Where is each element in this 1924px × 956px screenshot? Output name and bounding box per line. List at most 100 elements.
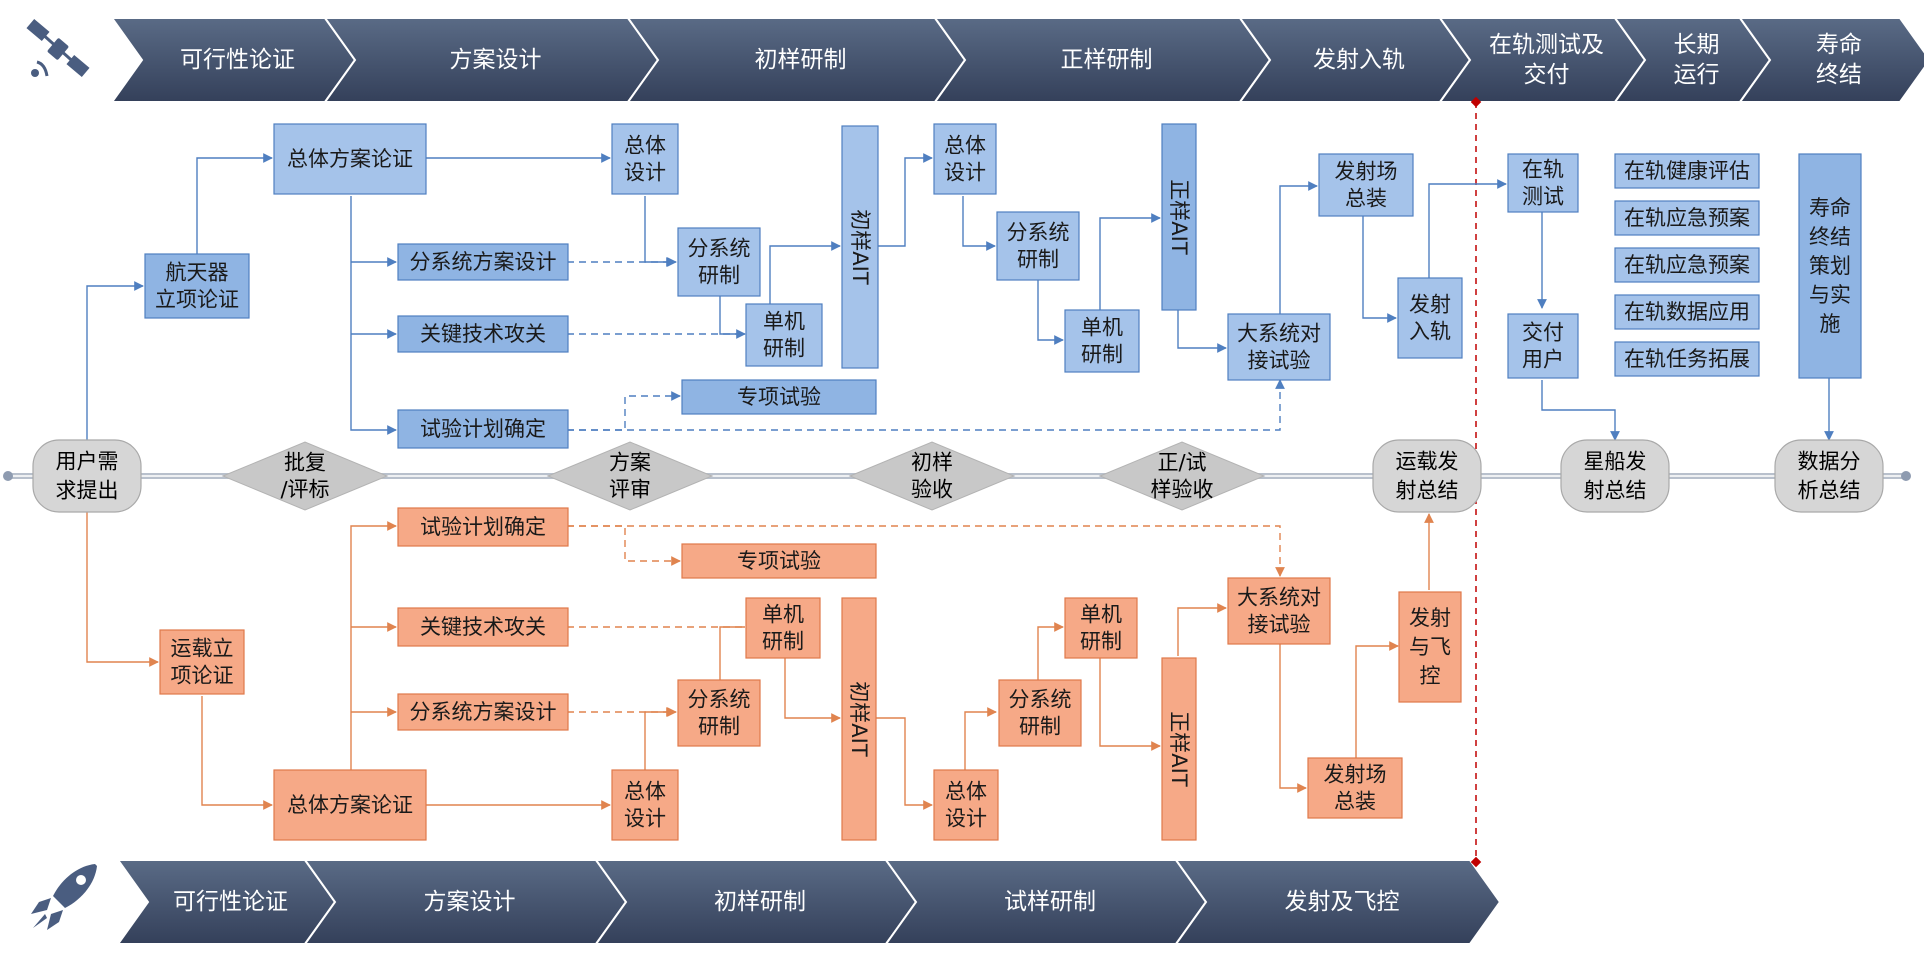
timeline-nodes: 用户需求提出 运载发射总结 星船发射总结 数据分析总结 — [32, 439, 1884, 513]
milestone-label: 方案评审 — [609, 451, 651, 502]
lower-trial-ait-box: 正样AIT — [1161, 657, 1197, 841]
milestone: 正/试样验收 — [1098, 441, 1266, 511]
process-boxes: 航天器立项论证总体方案论证分系统方案设计关键技术攻关试验计划确定总体设计分系统研… — [144, 123, 1862, 841]
lower-subsystem-dev-1-box-label: 分系统研制 — [688, 688, 751, 739]
upper-system-test-box: 大系统对接试验 — [1227, 313, 1331, 381]
upper-subsystem-dev-1-box: 分系统研制 — [677, 227, 761, 297]
bottom-phase-bar: 可行性论证 方案设计 初样研制 试样研制 发射及飞控 — [116, 859, 1502, 945]
timeline-node: 运载发射总结 — [1372, 439, 1482, 513]
phase-label: 方案设计 — [424, 889, 516, 915]
lower-launch-assembly-box: 发射场总装 — [1307, 757, 1403, 819]
phase-chevron: 在轨测试及交付 — [1438, 17, 1647, 103]
lower-key-tech-box-label: 关键技术攻关 — [420, 615, 546, 639]
phase-chevron: 方案设计 — [323, 17, 660, 103]
upper-overall-design-2-box: 总体设计 — [933, 123, 997, 195]
upper-launch-assembly-box: 发射场总装 — [1318, 153, 1414, 217]
upper-key-tech-box-label: 关键技术攻关 — [420, 322, 546, 346]
lower-launch-assembly-box-label: 发射场总装 — [1324, 763, 1387, 814]
lower-subsystem-dev-2-box-label: 分系统研制 — [1009, 688, 1072, 739]
lower-unit-dev-2-box-label: 单机研制 — [1080, 603, 1122, 654]
phase-chevron: 初样研制 — [626, 17, 967, 103]
lower-unit-dev-1-box: 单机研制 — [745, 597, 821, 659]
milestone-label: 初样验收 — [911, 451, 953, 502]
milestone-diamonds: 批复/评标 方案评审 初样验收 正/试样验收 — [221, 441, 1266, 511]
phase-chevron: 初样研制 — [594, 859, 918, 945]
lower-unit-dev-1-box-label: 单机研制 — [762, 603, 804, 654]
upper-prototype-ait-box: 初样AIT — [841, 125, 879, 369]
upper-orbit-test-box-label: 在轨测试 — [1522, 158, 1564, 209]
phase-chevron: 寿命终结 — [1738, 17, 1924, 103]
phase-label: 试样研制 — [1004, 889, 1096, 915]
lower-feasibility-box-label: 运载立项论证 — [171, 637, 234, 688]
upper-ops-item-box: 在轨任务拓展 — [1614, 341, 1760, 377]
phase-chevron: 发射入轨 — [1238, 17, 1472, 103]
timeline-node: 星船发射总结 — [1560, 439, 1670, 513]
lower-test-plan-box: 试验计划确定 — [397, 507, 569, 547]
timeline-node-label: 数据分析总结 — [1798, 450, 1861, 503]
upper-key-tech-box: 关键技术攻关 — [397, 315, 569, 353]
upper-overall-design-1-box: 总体设计 — [611, 123, 679, 195]
milestone: 方案评审 — [546, 441, 714, 511]
upper-orbit-entry-box-label: 发射入轨 — [1409, 293, 1451, 344]
phase-label: 寿命终结 — [1816, 32, 1862, 88]
upper-eol-box-label: 寿命终结策划与实施 — [1809, 196, 1851, 336]
lower-special-test-box-label: 专项试验 — [737, 549, 821, 573]
timeline-end-dot — [1901, 471, 1911, 481]
lower-system-test-box-label: 大系统对接试验 — [1237, 586, 1321, 637]
phase-chevron: 发射及飞控 — [1174, 859, 1502, 945]
upper-unit-dev-2-box: 单机研制 — [1064, 309, 1140, 373]
upper-prototype-ait-box-label: 初样AIT — [848, 209, 872, 285]
upper-orbit-test-box: 在轨测试 — [1507, 153, 1579, 213]
phase-label: 正样研制 — [1061, 47, 1153, 73]
lower-overall-design-2-box-label: 总体设计 — [945, 780, 987, 831]
upper-overall-plan-box: 总体方案论证 — [273, 123, 427, 195]
timeline-start-dot — [3, 471, 13, 481]
upper-ops-item-box: 在轨应急预案 — [1614, 200, 1760, 236]
phase-chevron: 可行性论证 — [110, 17, 357, 103]
phase-chevron: 正样研制 — [933, 17, 1272, 103]
upper-unit-dev-2-box-label: 单机研制 — [1081, 316, 1123, 367]
phase-label: 发射入轨 — [1313, 47, 1405, 73]
upper-overall-plan-box-label: 总体方案论证 — [287, 147, 413, 171]
upper-overall-design-2-box-label: 总体设计 — [944, 134, 986, 185]
phase-label: 可行性论证 — [180, 47, 295, 73]
lower-overall-plan-box: 总体方案论证 — [273, 769, 427, 841]
rocket-icon — [31, 864, 97, 930]
timeline-node-label: 用户需求提出 — [56, 450, 119, 503]
upper-subsystem-plan-box: 分系统方案设计 — [397, 243, 569, 281]
upper-orbit-entry-box: 发射入轨 — [1397, 277, 1463, 359]
upper-feasibility-box-label: 航天器立项论证 — [155, 261, 239, 312]
upper-ops-item-box-label: 在轨健康评估 — [1624, 159, 1750, 183]
timeline-node: 数据分析总结 — [1774, 439, 1884, 513]
lower-overall-plan-box-label: 总体方案论证 — [287, 793, 413, 817]
lower-launch-control-box-label: 发射与飞控 — [1409, 606, 1451, 688]
lower-unit-dev-2-box: 单机研制 — [1064, 597, 1138, 659]
timeline-node-label: 运载发射总结 — [1396, 450, 1459, 503]
phase-label: 长期运行 — [1674, 32, 1720, 88]
upper-deliver-box: 交付用户 — [1507, 313, 1579, 379]
lower-connectors — [86, 512, 1434, 810]
lower-system-test-box: 大系统对接试验 — [1227, 577, 1331, 645]
upper-ops-item-box-label: 在轨应急预案 — [1624, 253, 1750, 277]
upper-deliver-box-label: 交付用户 — [1522, 321, 1564, 372]
lower-subsystem-plan-box: 分系统方案设计 — [397, 693, 569, 731]
upper-ops-item-box: 在轨数据应用 — [1614, 294, 1760, 330]
upper-special-test-box: 专项试验 — [681, 379, 877, 415]
upper-eol-box: 寿命终结策划与实施 — [1798, 153, 1862, 379]
lower-overall-design-1-box: 总体设计 — [611, 769, 679, 841]
phase-label: 可行性论证 — [173, 889, 288, 915]
phase-label: 发射及飞控 — [1285, 889, 1400, 915]
lower-key-tech-box: 关键技术攻关 — [397, 607, 569, 647]
lower-feasibility-box: 运载立项论证 — [159, 629, 245, 695]
upper-ops-item-box-label: 在轨任务拓展 — [1624, 347, 1750, 371]
milestone: 批复/评标 — [221, 441, 389, 511]
lower-trial-ait-box-label: 正样AIT — [1167, 711, 1191, 787]
upper-subsystem-dev-1-box-label: 分系统研制 — [688, 237, 751, 288]
upper-flight-ait-box-label: 正样AIT — [1167, 179, 1191, 255]
phase-label: 在轨测试及交付 — [1489, 32, 1604, 88]
upper-ops-item-box-label: 在轨数据应用 — [1624, 300, 1750, 324]
phase-chevron: 方案设计 — [303, 859, 628, 945]
milestone-label: 正/试样验收 — [1151, 451, 1214, 502]
lower-test-plan-box-label: 试验计划确定 — [420, 515, 546, 539]
top-phase-bar: 可行性论证 方案设计初样研制 正样研制 发射入轨 在轨测试及交付 长期运行 寿命终结 — [110, 17, 1924, 103]
